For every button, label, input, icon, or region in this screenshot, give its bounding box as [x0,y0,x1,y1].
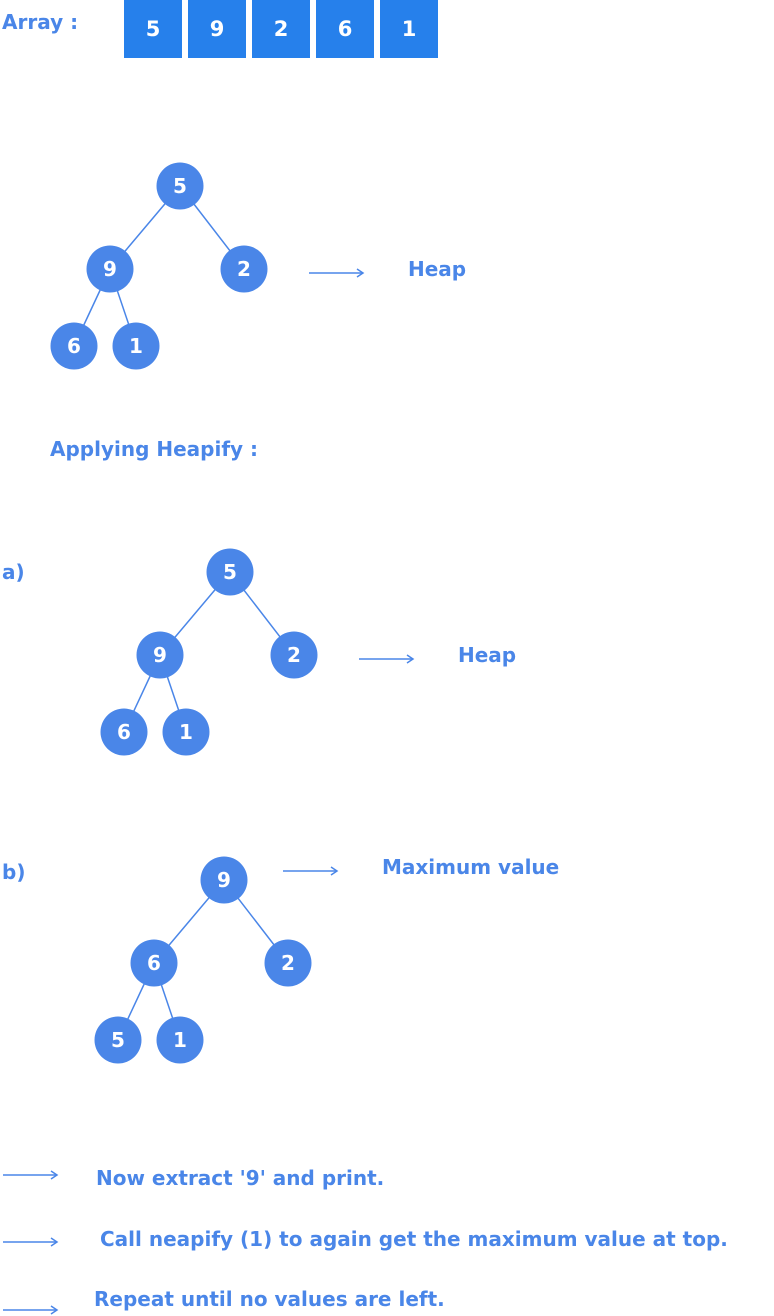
tree-node: 2 [220,245,268,293]
array-cell: 6 [316,0,374,58]
tree-node: 6 [130,939,178,987]
tree-node: 1 [162,708,210,756]
node-value: 1 [179,720,193,744]
node-value: 1 [129,334,143,358]
arrow-icon [3,1237,59,1247]
heap-label-2: Heap [458,643,517,667]
tree-node: 1 [156,1016,204,1064]
tree-node: 1 [112,322,160,370]
node-value: 6 [147,951,161,975]
tree-node: 9 [86,245,134,293]
node-value: 9 [103,257,117,281]
tree-node: 6 [100,708,148,756]
arrow-icon [309,268,365,278]
heap-label-1: Heap [408,257,467,281]
array-label: Array : [2,10,79,34]
array-cell: 5 [124,0,182,58]
step-text-1: Now extract '9' and print. [96,1166,385,1190]
tree-node: 2 [264,939,312,987]
step-label-a: a) [2,560,25,584]
tree-node: 9 [136,631,184,679]
heap-tree: 5 9 2 6 1 [100,548,318,756]
node-value: 2 [281,951,295,975]
step-text-3: Repeat until no values are left. [94,1287,445,1311]
maximum-value-label: Maximum value [382,855,560,879]
array-cell: 2 [252,0,310,58]
step-text-2: Call neapify (1) to again get the maximu… [100,1227,728,1251]
node-value: 6 [67,334,81,358]
node-value: 2 [287,643,301,667]
tree-node: 5 [156,162,204,210]
arrow-icon [359,654,415,664]
node-value: 5 [223,560,237,584]
tree-node: 5 [206,548,254,596]
node-value: 9 [217,868,231,892]
array-cell: 9 [188,0,246,58]
heapify-heading: Applying Heapify : [50,437,259,461]
tree-node: 6 [50,322,98,370]
tree-node: 2 [270,631,318,679]
node-value: 1 [173,1028,187,1052]
arrow-icon [3,1170,59,1180]
step-label-b: b) [2,860,26,884]
arrow-icon [283,866,339,876]
node-value: 5 [111,1028,125,1052]
tree-node: 5 [94,1016,142,1064]
node-value: 2 [237,257,251,281]
tree-node: 9 [200,856,248,904]
node-value: 6 [117,720,131,744]
arrow-icon [3,1305,59,1315]
node-value: 9 [153,643,167,667]
array-cell: 1 [380,0,438,58]
node-value: 5 [173,174,187,198]
heap-tree: 9 6 2 5 1 [94,856,312,1064]
heap-tree: 5 9 2 6 1 [50,162,268,370]
